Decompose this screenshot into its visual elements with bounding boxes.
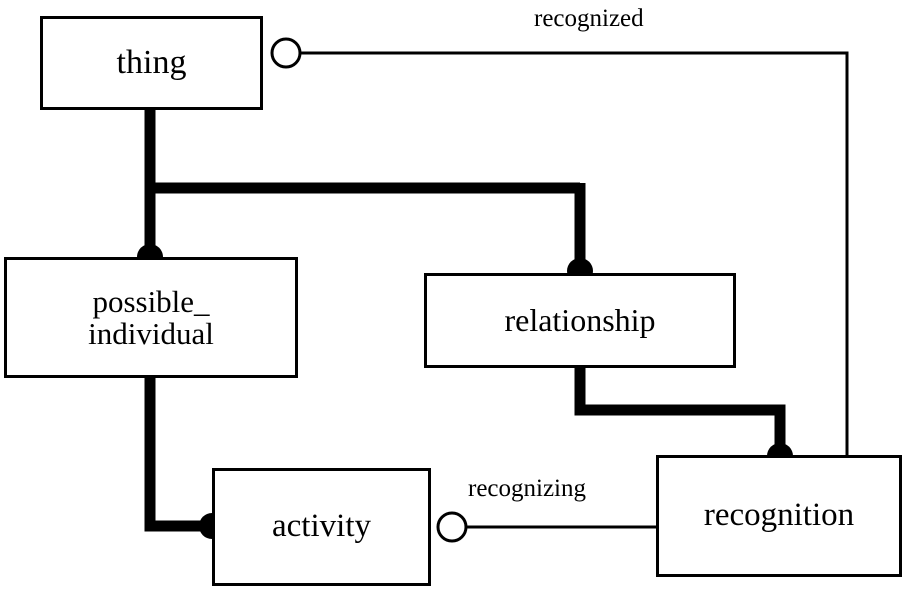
entity-label-possible-individual: possible_ individual: [88, 283, 214, 351]
entity-box-thing[interactable]: thing: [40, 16, 263, 110]
relation-line-recognized: [300, 51, 849, 456]
entity-box-recognition[interactable]: recognition: [656, 455, 902, 577]
circle-activity-recognizing-icon: [436, 511, 468, 543]
supertype-stem-relationship-to-recognition: [574, 366, 786, 456]
entity-box-possible-individual[interactable]: possible_ individual: [4, 257, 298, 378]
entity-label-activity: activity: [272, 508, 371, 545]
entity-label-thing: thing: [116, 43, 187, 81]
circle-thing-recognized-icon: [270, 37, 302, 69]
entity-box-relationship[interactable]: relationship: [424, 273, 736, 368]
entity-label-relationship: relationship: [504, 302, 656, 339]
relation-label-recognized: recognized: [534, 5, 644, 32]
relation-label-recognizing: recognizing: [468, 475, 587, 502]
entity-label-recognition: recognition: [703, 497, 855, 534]
entity-box-activity[interactable]: activity: [212, 468, 431, 586]
supertype-stem-possible-individual-to-activity: [144, 378, 213, 532]
